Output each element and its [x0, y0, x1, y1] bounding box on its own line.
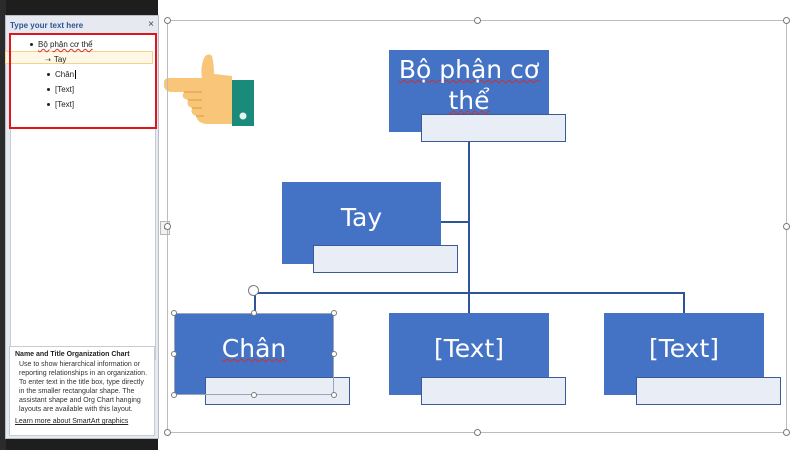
connector-child2 [468, 292, 470, 314]
resize-handle[interactable] [783, 429, 790, 436]
finger-lines [184, 91, 204, 117]
pointing-hand-icon [164, 54, 254, 126]
node-child1-title-box[interactable] [205, 377, 350, 405]
resize-handle[interactable] [331, 310, 337, 316]
learn-more-link[interactable]: Learn more about SmartArt graphics [15, 418, 129, 425]
node-child2-label: [Text] [433, 334, 505, 363]
resize-handle[interactable] [171, 351, 177, 357]
resize-handle[interactable] [783, 17, 790, 24]
bullet-icon [47, 103, 50, 107]
resize-handle[interactable] [474, 429, 481, 436]
resize-handle[interactable] [251, 310, 257, 316]
node-root-label: Bộ phận cơ thể [398, 55, 540, 115]
rotate-handle-icon[interactable] [248, 285, 259, 296]
layout-description: Use to show hierarchical information or … [19, 361, 148, 413]
cuff-button [239, 112, 247, 120]
window-edge [0, 0, 6, 450]
resize-handle[interactable] [164, 223, 171, 230]
connector-trunk [468, 140, 470, 293]
bullet-assistant[interactable]: ⇢Tay [45, 55, 67, 64]
text-pane-title: Type your text here [10, 21, 84, 30]
text-pane-editor[interactable] [10, 34, 156, 360]
bullet-icon [47, 73, 50, 77]
resize-handle[interactable] [164, 429, 171, 436]
connector-assistant [441, 221, 469, 223]
bullet-root[interactable]: Bộ phận cơ thể [30, 38, 93, 52]
bullet-child1[interactable]: Chân [47, 68, 77, 82]
node-child2-title-box[interactable] [421, 377, 566, 405]
connector-child1 [254, 292, 256, 314]
resize-handle[interactable] [164, 17, 171, 24]
bullet-icon [47, 88, 50, 92]
connector-child3 [683, 292, 685, 314]
active-bullet-row [5, 51, 153, 64]
node-root-title-box[interactable] [421, 114, 566, 142]
resize-handle[interactable] [783, 223, 790, 230]
text-caret [75, 70, 77, 80]
resize-handle[interactable] [171, 310, 177, 316]
hand-cuff [232, 80, 254, 126]
node-child3-title-box[interactable] [636, 377, 781, 405]
resize-handle[interactable] [331, 351, 337, 357]
layout-info-panel: Name and Title Organization Chart Use to… [9, 346, 155, 436]
resize-handle[interactable] [331, 392, 337, 398]
resize-handle[interactable] [251, 392, 257, 398]
resize-handle[interactable] [171, 392, 177, 398]
bullet-child3[interactable]: [Text] [47, 98, 74, 112]
node-assistant-title-box[interactable] [313, 245, 458, 273]
close-icon[interactable]: × [148, 19, 154, 30]
resize-handle[interactable] [474, 17, 481, 24]
layout-name: Name and Title Organization Chart [15, 351, 130, 358]
assistant-arrow-icon: ⇢ [45, 57, 51, 64]
bullet-child2[interactable]: [Text] [47, 83, 74, 97]
node-child1-label: Chân [221, 334, 287, 363]
node-assistant-label: Tay [340, 203, 383, 232]
highlight-box [9, 33, 157, 129]
node-child3-label: [Text] [648, 334, 720, 363]
bullet-icon [30, 43, 33, 47]
hand-palm [164, 54, 232, 124]
